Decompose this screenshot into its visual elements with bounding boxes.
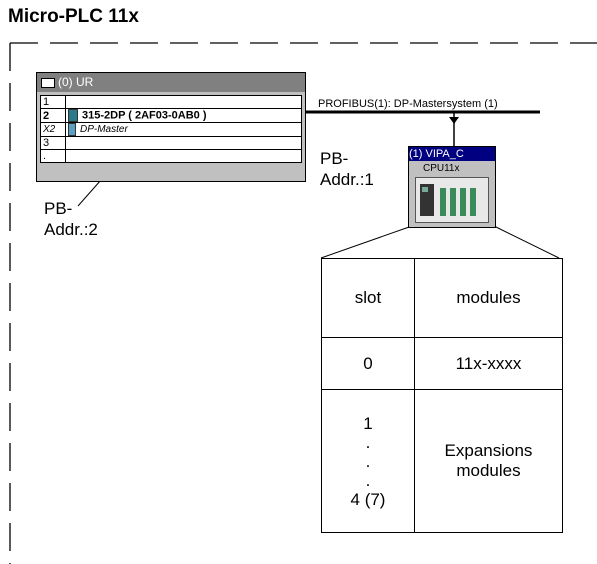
- rack-row[interactable]: .: [40, 149, 302, 164]
- rack-icon: [41, 77, 55, 88]
- rack-module: [65, 95, 302, 109]
- profibus-label: PROFIBUS(1): DP-Mastersystem (1): [318, 98, 498, 110]
- module-table: slot modules 0 11x-xxxx 1 . . . 4 (7) Ex…: [321, 258, 563, 533]
- row-slot-range: 1 . . . 4 (7): [321, 389, 415, 533]
- rack-slot: .: [40, 149, 66, 164]
- module-table-row: 1 . . . 4 (7) Expansions modules: [321, 389, 563, 533]
- rack-module: DP-Master: [80, 124, 128, 136]
- rack-slot: 1: [40, 95, 66, 109]
- funnel-right: [493, 225, 560, 259]
- slave-subtitle: CPU11x: [423, 163, 460, 174]
- rack-slot: 2: [40, 108, 66, 123]
- funnel-left: [320, 225, 413, 259]
- rack-row[interactable]: 2 315-2DP ( 2AF03-0AB0 ): [40, 108, 302, 123]
- cpu-module-picture-icon: [415, 177, 489, 223]
- pb-addr-1-label: PB-Addr.:1: [320, 149, 374, 189]
- rack-titlebar[interactable]: (0) UR: [37, 73, 305, 92]
- header-modules: modules: [414, 258, 563, 338]
- slave-title: (1) VIPA_C: [409, 147, 495, 161]
- rack-module: 315-2DP ( 2AF03-0AB0 ): [82, 109, 207, 122]
- rack-row[interactable]: 1: [40, 95, 302, 109]
- row-module-expansions: Expansions modules: [414, 389, 563, 533]
- row-slot: 0: [321, 337, 415, 390]
- dp-slave-node[interactable]: (1) VIPA_C CPU11x: [408, 146, 496, 228]
- rack-window[interactable]: (0) UR 1 2 315-2DP ( 2AF03-0AB0 ) X2 DP-Ma…: [36, 72, 306, 182]
- cpu-module-icon: [68, 109, 78, 122]
- rack-row[interactable]: 3: [40, 136, 302, 151]
- dp-master-icon: [68, 123, 76, 136]
- rack-module: [65, 149, 302, 164]
- rack-slot: X2: [40, 121, 66, 138]
- rack-row[interactable]: X2 DP-Master: [40, 121, 302, 138]
- rack-title: (0) UR: [58, 75, 94, 89]
- page-title: Micro-PLC 11x: [8, 6, 139, 27]
- rack-module: [65, 136, 302, 151]
- module-table-row: 0 11x-xxxx: [321, 337, 563, 390]
- rack-slot: 3: [40, 136, 66, 151]
- header-slot: slot: [321, 258, 415, 338]
- module-table-header: slot modules: [321, 258, 563, 338]
- pb-addr-2-label: PB-Addr.:2: [44, 199, 98, 239]
- row-module: 11x-xxxx: [414, 337, 563, 390]
